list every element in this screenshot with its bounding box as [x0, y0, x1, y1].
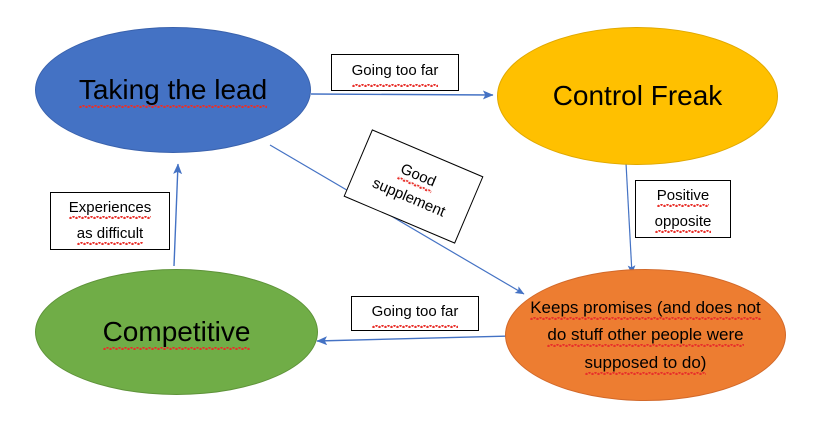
edge-label-going-too-far-bottom[interactable]: Going too far — [351, 296, 479, 331]
node-competitive[interactable]: Competitive — [35, 269, 318, 395]
arrow-competitive-to-taking-the-lead — [173, 163, 183, 267]
node-control-freak[interactable]: Control Freak — [497, 27, 778, 165]
edge-label-positive-opposite[interactable]: Positive opposite — [635, 180, 731, 238]
edge-label-experiences-as-difficult[interactable]: Experiences as difficult — [50, 192, 170, 250]
edge-label-good-supplement[interactable]: Good supplement — [343, 129, 484, 244]
edge-label-going-too-far-top-text: Going too far — [351, 58, 439, 87]
arrow-taking-the-lead-to-control-freak — [310, 90, 494, 100]
node-taking-the-lead-label: Taking the lead — [69, 73, 277, 106]
edge-label-experiences-as-difficult-text: Experiences as difficult — [68, 195, 152, 247]
node-keeps-promises[interactable]: Keeps promises (and does not do stuff ot… — [505, 269, 786, 401]
arrow-control-freak-to-keeps-promises — [625, 162, 636, 275]
edge-label-going-too-far-top[interactable]: Going too far — [331, 54, 459, 91]
edge-label-going-too-far-bottom-text: Going too far — [371, 299, 459, 328]
node-control-freak-label: Control Freak — [552, 80, 723, 112]
arrow-keeps-promises-to-competitive — [316, 335, 511, 346]
edge-label-positive-opposite-text: Positive opposite — [654, 183, 712, 235]
node-taking-the-lead[interactable]: Taking the lead — [35, 27, 311, 153]
edge-label-good-supplement-text: Good supplement — [369, 160, 449, 221]
node-keeps-promises-label: Keeps promises (and does not do stuff ot… — [522, 294, 769, 377]
node-competitive-label: Competitive — [93, 315, 261, 348]
